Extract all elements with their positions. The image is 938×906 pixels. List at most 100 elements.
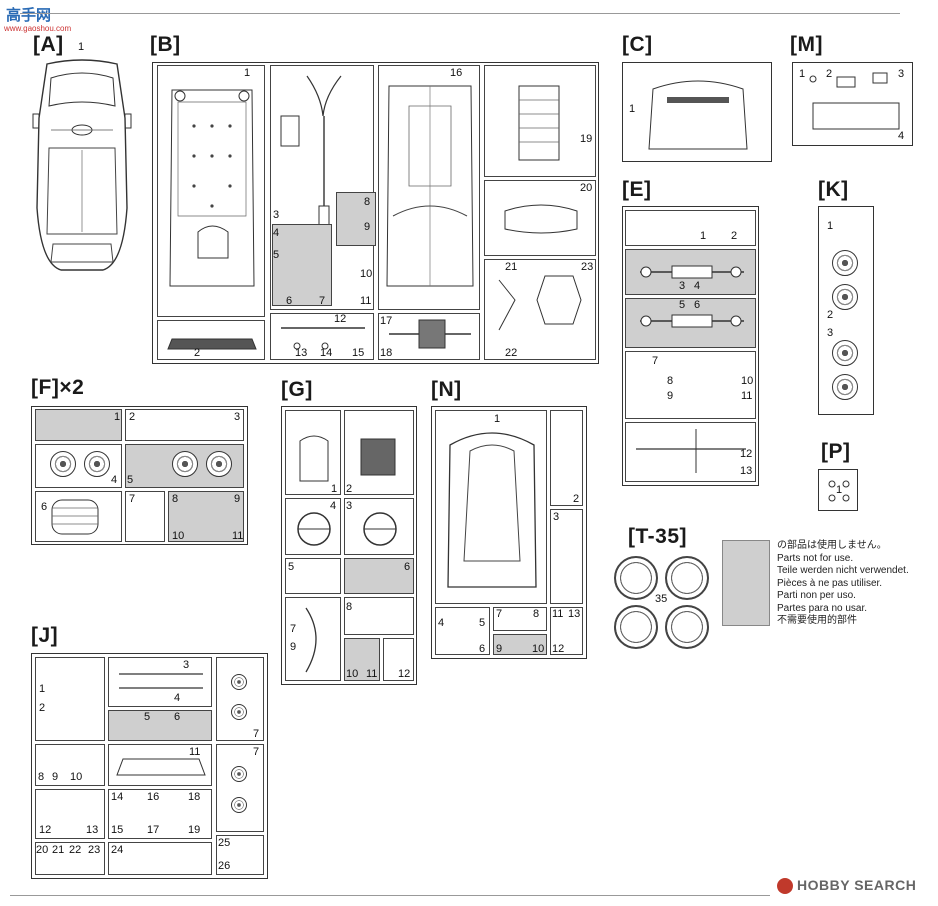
part-b22-label: 22 [505, 347, 518, 359]
part-b7-label: 7 [319, 295, 326, 307]
legend-line-de: Teile werden nicht verwendet. [777, 565, 909, 576]
part-m4-label: 4 [898, 130, 905, 142]
tree-e-cell-5 [625, 298, 756, 348]
tree-t-tire-1 [614, 556, 658, 600]
part-m2-label: 2 [826, 68, 833, 80]
tree-j-cell-24 [108, 842, 212, 875]
tree-j-cell-3 [108, 657, 212, 707]
part-g1-label: 1 [331, 483, 338, 495]
tree-b-cell-12 [270, 313, 374, 360]
part-j16-label: 16 [147, 791, 160, 803]
legend-swatch [722, 540, 770, 626]
part-b6-label: 6 [286, 295, 293, 307]
tree-f-wheel-4 [206, 451, 232, 477]
part-c1-label: 1 [629, 103, 636, 115]
part-b1-label: 1 [244, 67, 251, 79]
part-f4-label: 4 [111, 474, 118, 486]
tree-j-cell-5 [108, 710, 212, 741]
part-j13-label: 13 [86, 824, 99, 836]
part-f9-label: 9 [234, 493, 241, 505]
tree-k-wheel-3 [832, 340, 858, 366]
part-j26-label: 26 [218, 860, 231, 872]
tree-n-title: [N] [431, 378, 462, 401]
part-e6-label: 6 [694, 299, 701, 311]
tree-b-cell-17 [378, 313, 480, 360]
tree-n-cell-3 [550, 509, 583, 604]
tree-f-cell-1 [35, 409, 122, 441]
tree-j-cell-14 [108, 789, 212, 839]
tree-f-cell-2 [125, 409, 244, 441]
tree-j-wheel-3 [231, 766, 247, 782]
part-g9-label: 9 [290, 641, 297, 653]
tree-g-cell-6 [344, 558, 414, 594]
part-p1-label: 1 [836, 484, 843, 496]
tree-j-cell-20 [35, 842, 105, 875]
part-b4-label: 4 [273, 227, 280, 239]
part-e4-label: 4 [694, 280, 701, 292]
tree-c-frame [622, 62, 772, 162]
tree-t-tire-2 [665, 556, 709, 600]
tree-g-cell-3 [344, 498, 414, 555]
tree-c-title: [C] [622, 33, 653, 56]
part-g11-label: 11 [366, 668, 378, 680]
tree-j-cell-8 [35, 744, 105, 786]
part-f1-label: 1 [114, 411, 121, 423]
tree-n-cell-7 [493, 607, 547, 631]
part-k1-label: 1 [827, 220, 834, 232]
tree-m-title: [M] [790, 33, 823, 56]
tree-g-cell-1 [285, 410, 341, 495]
tree-e-cell-7 [625, 351, 756, 419]
tree-a-title: [A] [33, 33, 64, 56]
part-f3-label: 3 [234, 411, 241, 423]
part-j17-label: 17 [147, 824, 160, 836]
legend-line-es: Partes para no usar. [777, 602, 868, 614]
tree-t-title: [T-35] [628, 525, 688, 548]
tree-g-title: [G] [281, 378, 313, 401]
part-a1-label: 1 [78, 41, 85, 53]
part-g2-label: 2 [346, 483, 353, 495]
part-j10-label: 10 [70, 771, 83, 783]
part-b17-label: 17 [380, 315, 393, 327]
legend-line-ja: の部品は使用しません。 [777, 540, 887, 551]
tree-j-cell-7b [216, 744, 264, 832]
part-e5-label: 5 [679, 299, 686, 311]
part-j7a-label: 7 [253, 728, 260, 740]
tree-f-title: [F]×2 [31, 376, 85, 399]
part-b10-label: 10 [360, 268, 373, 280]
tree-k-wheel-1 [832, 250, 858, 276]
tree-g-cell-8 [344, 597, 414, 635]
part-m1-label: 1 [799, 68, 806, 80]
tree-j-wheel-2 [231, 704, 247, 720]
tree-n-cell-2 [550, 410, 583, 506]
tree-j-cell-11 [108, 744, 212, 786]
tree-n-cell-4 [435, 607, 490, 655]
part-j22-label: 22 [69, 844, 82, 856]
part-b23-label: 23 [581, 261, 594, 273]
header-rule [20, 13, 900, 14]
part-b5-label: 5 [273, 249, 280, 261]
part-b15-label: 15 [352, 347, 365, 359]
watermark-brand: HOBBY SEARCH [797, 877, 917, 893]
part-n1-label: 1 [494, 413, 501, 425]
part-n10-label: 10 [532, 643, 545, 655]
part-g3-label: 3 [346, 500, 353, 512]
part-f7-label: 7 [129, 493, 136, 505]
part-e11-label: 11 [741, 390, 753, 402]
part-j19-label: 19 [188, 824, 201, 836]
legend-line-zh: 不需要使用的部件 [777, 615, 857, 626]
tree-t-tire-3 [614, 605, 658, 649]
tree-e-cell-1 [625, 210, 756, 246]
part-j8-label: 8 [38, 771, 45, 783]
tree-e-cell-3 [625, 249, 756, 295]
tree-k-wheel-2 [832, 284, 858, 310]
part-b12-label: 12 [334, 313, 347, 325]
part-b19-label: 19 [580, 133, 593, 145]
part-f8-label: 8 [172, 493, 179, 505]
part-n5-label: 5 [479, 617, 486, 629]
tree-j-wheel-1 [231, 674, 247, 690]
tree-f-cell-6 [35, 491, 122, 542]
part-b16-label: 16 [450, 67, 463, 79]
tree-g-cell-4 [285, 498, 341, 555]
part-e8-label: 8 [667, 375, 674, 387]
part-j6-label: 6 [174, 711, 181, 723]
